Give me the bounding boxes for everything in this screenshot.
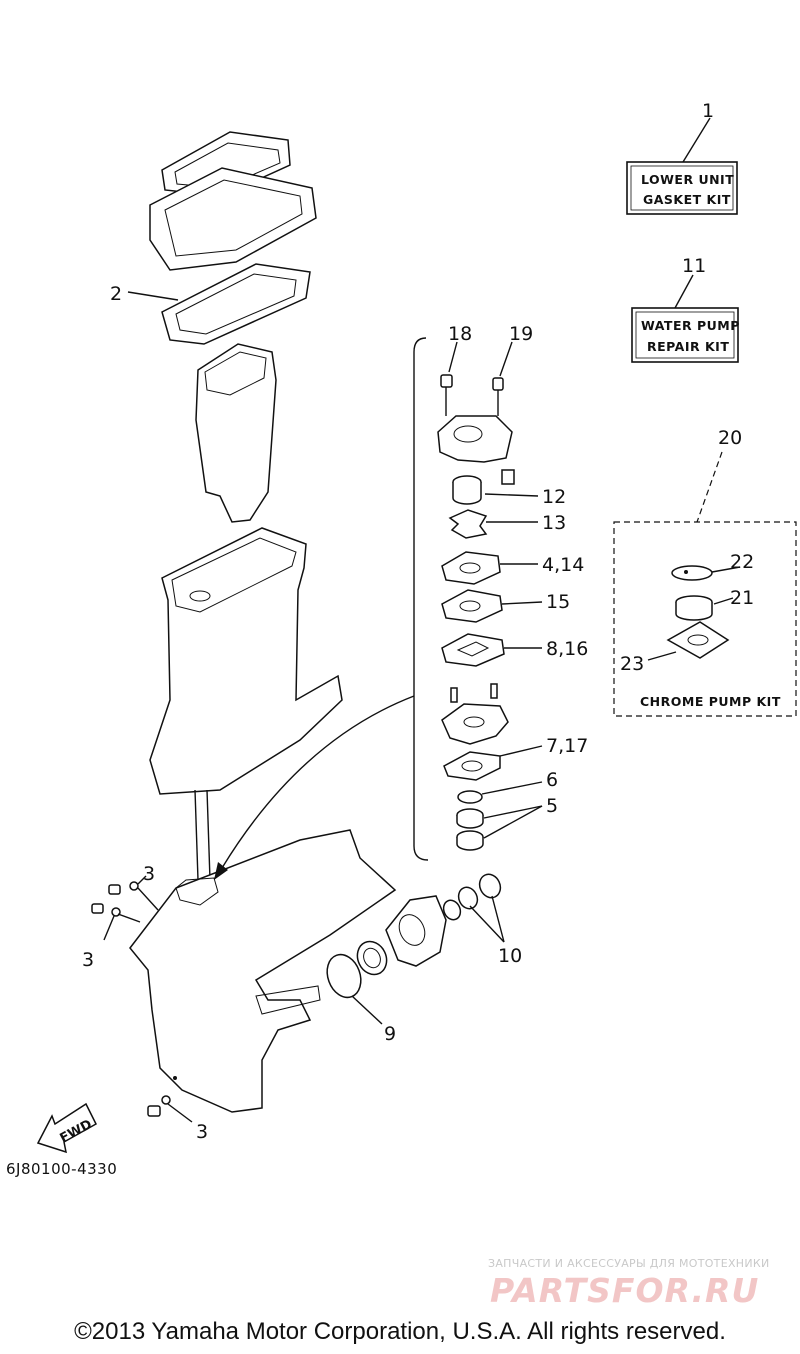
callout-6: 6 [546,769,558,791]
water-pump-bracket [214,337,429,880]
callout-20: 20 [718,427,742,449]
callout-3-a: 3 [143,863,155,885]
screws-part-3: 3 3 3 [82,863,208,1143]
lower-unit-gearcase [129,829,397,1113]
callout-21: 21 [730,587,754,609]
watermark-logo: PARTSFOR.RU [490,1271,760,1310]
callout-9: 9 [384,1023,396,1045]
callout-7-17: 7,17 [546,735,588,757]
lower-unit-kit-line1: LOWER UNIT [641,172,734,187]
lower-unit-kit-line2: GASKET KIT [643,192,731,207]
water-pump-parts: 18 19 12 13 4,14 15 8,16 [437,323,588,851]
callout-18: 18 [448,323,472,345]
callout-4-14: 4,14 [542,554,584,576]
watermark-tagline: ЗАПЧАСТИ И АКСЕССУАРЫ ДЛЯ МОТОТЕХНИКИ [488,1257,770,1270]
callout-5: 5 [546,795,558,817]
diagram-code: 6J80100-4330 [6,1160,118,1178]
callout-23: 23 [620,653,644,675]
midsection-housing [149,527,343,881]
gasket-part-2: 2 [110,263,311,345]
chrome-pump-kit: 20 CHROME PUMP KIT 22 21 23 [613,427,797,717]
callout-15: 15 [546,591,570,613]
water-pump-kit-line1: WATER PUMP [641,318,740,333]
callout-10: 10 [498,945,522,967]
callout-2: 2 [110,283,122,305]
callout-11: 11 [682,255,706,277]
exhaust-tube [195,343,277,523]
callout-3-c: 3 [196,1121,208,1143]
upper-casing-gasket [149,131,317,271]
callout-8-16: 8,16 [546,638,588,660]
callout-3-b: 3 [82,949,94,971]
chrome-pump-kit-label: CHROME PUMP KIT [640,694,781,709]
water-pump-kit-line2: REPAIR KIT [647,339,729,354]
prop-shaft-parts: 9 10 [326,873,522,1045]
copyright-notice: ©2013 Yamaha Motor Corporation, U.S.A. A… [74,1318,726,1345]
water-pump-repair-kit: 11 WATER PUMP REPAIR KIT [631,255,740,363]
callout-13: 13 [542,512,566,534]
callout-22: 22 [730,551,754,573]
callout-12: 12 [542,486,566,508]
callout-19: 19 [509,323,533,345]
lower-unit-gasket-kit: 1 LOWER UNIT GASKET KIT [626,100,738,215]
fwd-arrow-icon: FWD [36,1102,97,1154]
callout-1: 1 [702,100,714,122]
